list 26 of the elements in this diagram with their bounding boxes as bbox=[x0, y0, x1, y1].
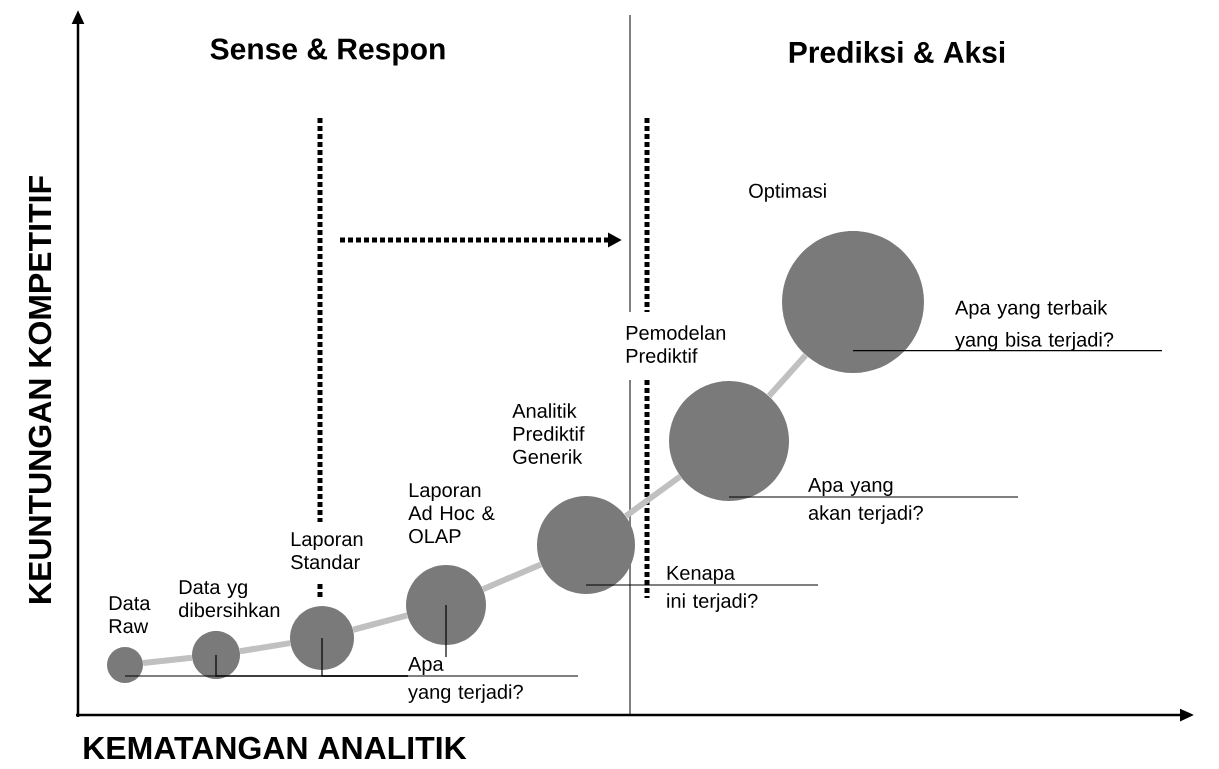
leader-line bbox=[585, 584, 667, 586]
axis-label: KEUNTUNGAN KOMPETITIF bbox=[28, 176, 52, 603]
leader-line bbox=[321, 637, 409, 677]
leader-line bbox=[728, 496, 809, 498]
question-text: Kenapa ini terjadi? bbox=[667, 566, 758, 612]
connector-line bbox=[766, 353, 808, 399]
question-text: Apa yang terjadi? bbox=[408, 657, 523, 703]
question-text: Apa yang akan terjadi? bbox=[808, 478, 923, 524]
question-text: Apa yang terbaik yang bisa terjadi? bbox=[955, 300, 1114, 351]
stage-label: Data Raw bbox=[109, 596, 151, 634]
connector-line bbox=[142, 654, 193, 666]
connector-line bbox=[352, 612, 408, 633]
stage-label: Laporan Ad Hoc & OLAP bbox=[408, 483, 495, 544]
heading: Prediksi & Aksi bbox=[789, 41, 1005, 63]
connector-line bbox=[239, 640, 291, 655]
connector-line bbox=[481, 561, 542, 592]
leader-line bbox=[852, 350, 1163, 352]
stage-label: Analitik Prediktif Generik bbox=[512, 403, 585, 464]
heading: Sense & Respon bbox=[210, 38, 445, 66]
axis-label: KEMATANGAN ANALITIK bbox=[84, 736, 467, 760]
leader-line bbox=[445, 604, 447, 658]
stage-label: Data yg dibersihkan bbox=[179, 580, 280, 618]
stage-label: Pemodelan Prediktif bbox=[626, 325, 726, 363]
stage-label: Optimasi bbox=[749, 183, 826, 202]
stage-label: Laporan Standar bbox=[291, 532, 363, 570]
connector-line bbox=[624, 474, 683, 519]
